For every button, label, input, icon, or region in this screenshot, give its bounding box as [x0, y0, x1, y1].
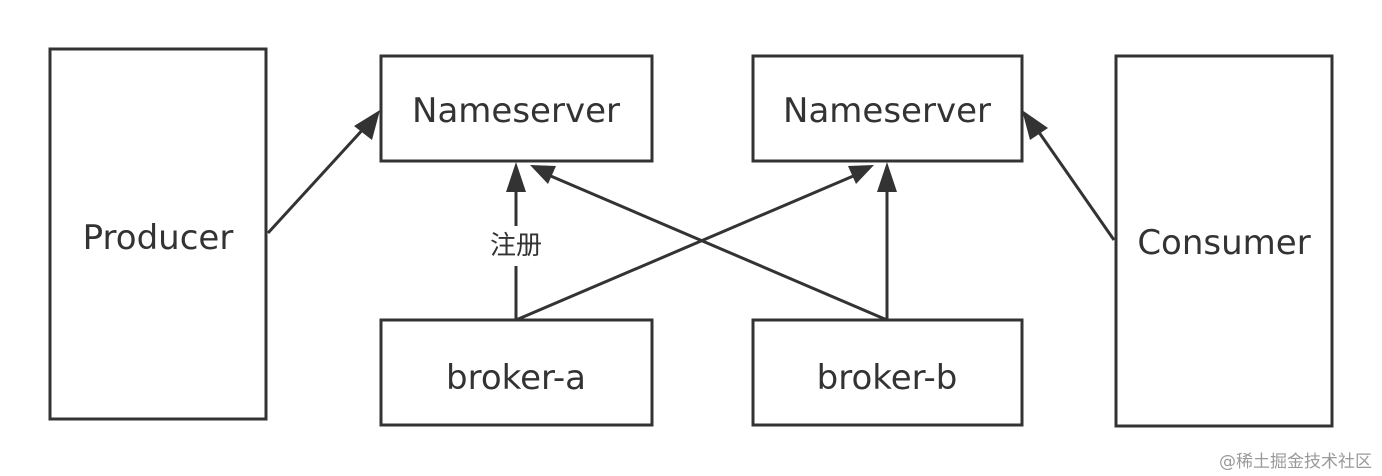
arrowhead-broker-b-to-nameserver-1	[530, 165, 556, 184]
node-broker-b-box	[751, 318, 1024, 427]
edge-label-register-text: 注册	[490, 231, 542, 261]
node-producer: Producer	[48, 47, 268, 421]
node-nameserver-1-box	[379, 54, 654, 163]
node-consumer-label: Consumer	[1137, 223, 1310, 263]
edge-consumer-to-nameserver-2	[1034, 127, 1116, 241]
node-broker-b: broker-b	[751, 318, 1024, 427]
edge-producer-to-nameserver-1	[266, 124, 368, 235]
arrowhead-consumer-to-nameserver-2	[1022, 110, 1048, 140]
node-nameserver-1-label: Nameserver	[412, 91, 620, 131]
node-broker-a-label: broker-a	[446, 358, 586, 398]
arrowhead-broker-a-to-nameserver-2	[848, 165, 874, 184]
arrowhead-broker-b-to-nameserver-2	[877, 162, 897, 192]
node-consumer-box	[1114, 54, 1334, 428]
node-broker-a-box	[379, 318, 654, 427]
edge-label-background	[482, 226, 550, 266]
node-consumer: Consumer	[1114, 54, 1334, 428]
node-nameserver-2-label: Nameserver	[783, 91, 991, 131]
arrowhead-broker-a-to-nameserver-1	[506, 162, 526, 192]
edges	[266, 110, 1116, 322]
node-nameserver-2: Nameserver	[751, 54, 1024, 163]
edge-label-register: 注册	[482, 226, 550, 266]
node-broker-a: broker-a	[379, 318, 654, 427]
watermark: @稀土掘金技术社区	[1219, 452, 1372, 472]
node-broker-b-label: broker-b	[817, 358, 958, 398]
node-producer-box	[48, 47, 268, 421]
node-producer-label: Producer	[83, 218, 234, 258]
edge-broker-b-to-nameserver-1	[545, 172, 888, 322]
arrowhead-producer-to-nameserver-1	[354, 110, 380, 140]
edge-broker-a-to-nameserver-2	[515, 172, 859, 322]
node-nameserver-2-box	[751, 54, 1024, 163]
node-nameserver-1: Nameserver	[379, 54, 654, 163]
